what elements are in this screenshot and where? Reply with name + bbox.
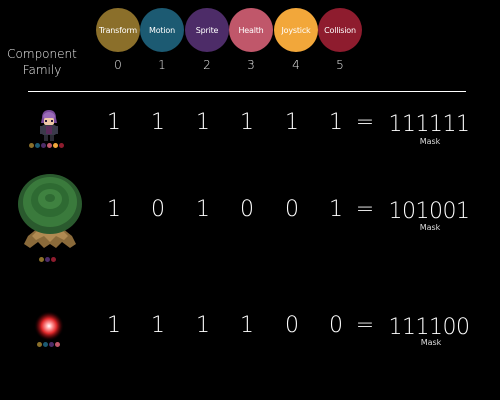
- component-health: Health: [229, 8, 273, 52]
- bit: 0: [329, 313, 343, 338]
- component-index-3: 3: [247, 58, 255, 72]
- bit: 1: [107, 110, 121, 135]
- component-joystick: Joystick: [274, 8, 318, 52]
- dot: [37, 342, 42, 347]
- bit: 0: [151, 197, 165, 222]
- dot: [43, 342, 48, 347]
- component-index-2: 2: [203, 58, 211, 72]
- component-family-label: Component Family: [7, 47, 77, 77]
- equals-sign: =: [355, 313, 375, 338]
- bit: 1: [107, 197, 121, 222]
- dot: [35, 143, 40, 148]
- component-dots: [29, 143, 64, 148]
- component-index-5: 5: [336, 58, 344, 72]
- mask-value: 111100: [388, 315, 470, 340]
- component-dots: [37, 342, 60, 347]
- component-sprite: Sprite: [185, 8, 229, 52]
- mask-value: 101001: [388, 199, 470, 224]
- dot: [39, 257, 44, 262]
- component-transform: Transform: [96, 8, 140, 52]
- dot: [45, 257, 50, 262]
- character-sprite-icon: [40, 110, 58, 141]
- bit: 0: [285, 197, 299, 222]
- bit: 1: [151, 313, 165, 338]
- dot: [59, 143, 64, 148]
- glowing-orb-icon: [34, 311, 64, 341]
- dot: [41, 143, 46, 148]
- bit: 0: [240, 197, 254, 222]
- bit: 1: [329, 110, 343, 135]
- dot: [47, 143, 52, 148]
- bit: 0: [285, 313, 299, 338]
- component-dots: [39, 257, 56, 262]
- dot: [55, 342, 60, 347]
- mask-label: Mask: [419, 137, 441, 146]
- component-index-0: 0: [114, 58, 122, 72]
- dot: [51, 257, 56, 262]
- bit: 1: [151, 110, 165, 135]
- dot: [29, 143, 34, 148]
- divider: [28, 91, 466, 92]
- bit: 1: [240, 110, 254, 135]
- mask-label: Mask: [420, 338, 442, 347]
- bit: 1: [240, 313, 254, 338]
- bit: 1: [196, 197, 210, 222]
- bit: 1: [107, 313, 121, 338]
- mask-value: 111111: [388, 112, 470, 137]
- tree-sprite-icon: [18, 174, 82, 248]
- bit: 1: [285, 110, 299, 135]
- bit: 1: [329, 197, 343, 222]
- bit: 1: [196, 313, 210, 338]
- mask-label: Mask: [419, 223, 441, 232]
- equals-sign: =: [355, 110, 375, 135]
- component-collision: Collision: [318, 8, 362, 52]
- dot: [53, 143, 58, 148]
- component-motion: Motion: [140, 8, 184, 52]
- component-index-1: 1: [158, 58, 166, 72]
- component-index-4: 4: [292, 58, 300, 72]
- equals-sign: =: [355, 197, 375, 222]
- bit: 1: [196, 110, 210, 135]
- dot: [49, 342, 54, 347]
